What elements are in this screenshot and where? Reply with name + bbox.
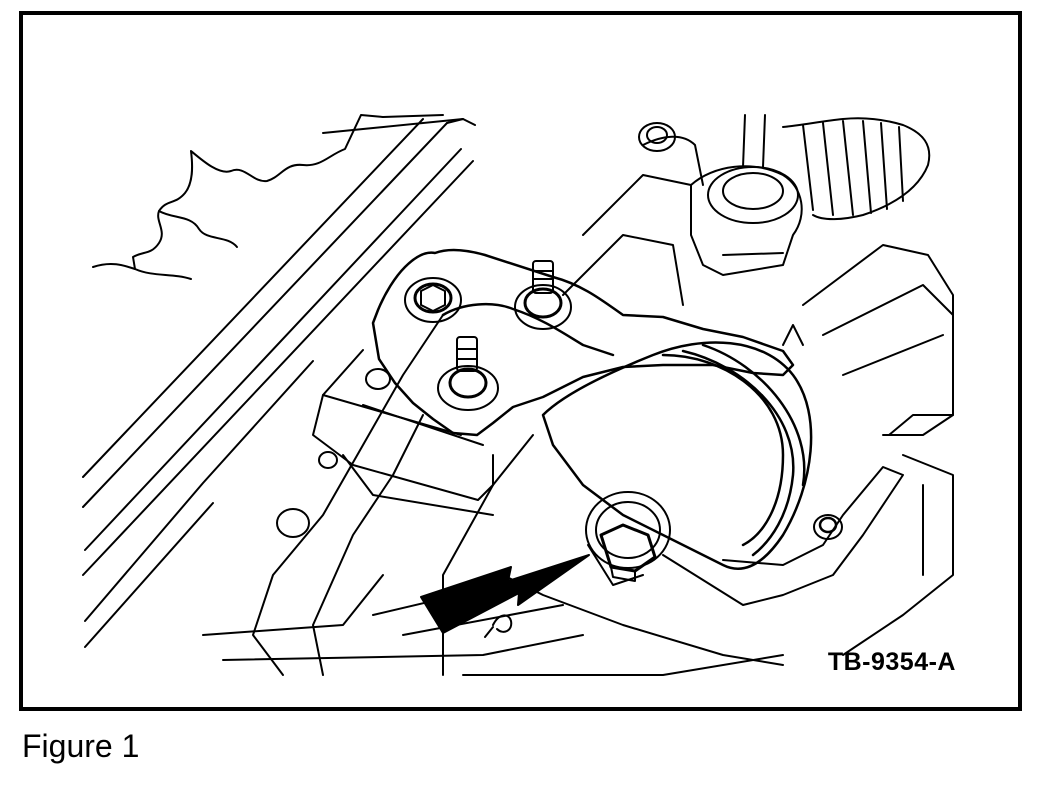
mount-insulator — [541, 341, 813, 570]
transmission-housing — [562, 122, 954, 656]
steering-rack-boot — [690, 114, 931, 276]
figure-frame: TB-9354-A — [19, 11, 1022, 711]
figure-caption: Figure 1 — [22, 728, 140, 764]
bolt-2 — [514, 260, 572, 330]
wire-clip — [484, 614, 513, 638]
frame-rails — [82, 118, 476, 648]
indicator-arrow — [420, 554, 590, 634]
body-panel-outline — [92, 114, 444, 280]
engine-mount-illustration — [82, 114, 954, 676]
through-bolt — [585, 491, 671, 586]
bolt-3 — [437, 336, 499, 411]
subframe — [202, 314, 784, 676]
figure-reference-code: TB-9354-A — [827, 648, 956, 676]
bracket-bolts — [404, 260, 572, 411]
bolt-1 — [404, 277, 462, 323]
